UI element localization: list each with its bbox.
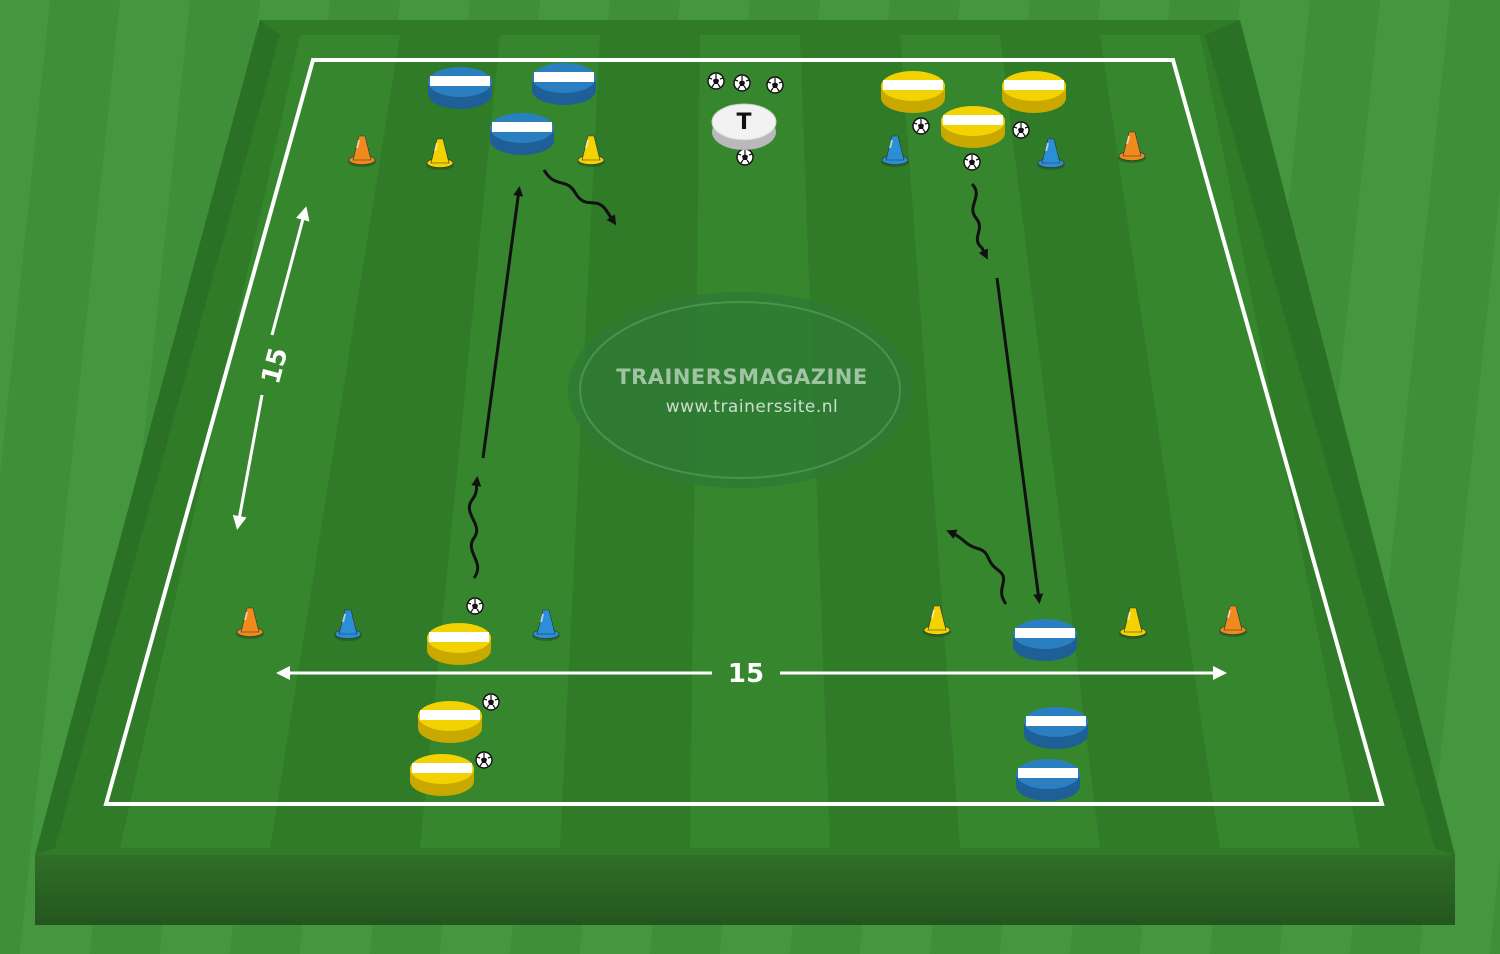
players bbox=[410, 63, 1088, 801]
yellow-cone bbox=[577, 135, 605, 167]
yellow-cone bbox=[923, 605, 951, 637]
orange-cone bbox=[348, 135, 376, 167]
watermark: TRAINERSMAGAZINE www.trainerssite.nl bbox=[568, 292, 912, 488]
orange-cone bbox=[236, 607, 264, 639]
watermark-title: TRAINERSMAGAZINE bbox=[616, 365, 867, 389]
cones bbox=[236, 131, 1247, 641]
blue-player bbox=[1024, 707, 1088, 749]
dribble-arrow-right-upper bbox=[970, 182, 988, 260]
coach-label: T bbox=[736, 110, 751, 135]
blue-player bbox=[1013, 619, 1077, 661]
field-boundary bbox=[103, 58, 1385, 806]
watermark-url: www.trainerssite.nl bbox=[666, 397, 839, 417]
length-dimension: 15 bbox=[232, 206, 310, 530]
pass-arrow-left bbox=[481, 186, 524, 459]
ball bbox=[1012, 121, 1030, 139]
ball bbox=[707, 72, 725, 90]
blue-cone bbox=[881, 135, 909, 167]
ball bbox=[912, 117, 930, 135]
yellow-cone bbox=[426, 138, 454, 170]
blue-player bbox=[490, 113, 554, 155]
width-label: 15 bbox=[728, 659, 764, 689]
ball bbox=[766, 76, 784, 94]
width-dimension: 15 bbox=[276, 659, 1227, 689]
dribble-arrow-right-lower bbox=[946, 529, 1008, 605]
yellow-cone bbox=[1119, 607, 1147, 639]
coach-marker: T bbox=[711, 103, 777, 150]
dribble-arrow-left-upper bbox=[542, 169, 617, 226]
pass-arrow-right bbox=[995, 277, 1044, 604]
blue-player bbox=[428, 67, 492, 109]
movement-arrows bbox=[468, 169, 1044, 605]
ball bbox=[466, 597, 484, 615]
blue-player bbox=[1016, 759, 1080, 801]
orange-cone bbox=[1219, 605, 1247, 637]
yellow-player bbox=[418, 701, 482, 743]
yellow-player bbox=[941, 106, 1005, 148]
blue-cone bbox=[532, 609, 560, 641]
yellow-player bbox=[881, 71, 945, 113]
blue-cone bbox=[334, 609, 362, 641]
ball bbox=[482, 693, 500, 711]
yellow-player bbox=[427, 623, 491, 665]
ball bbox=[963, 153, 981, 171]
ball bbox=[475, 751, 493, 769]
dribble-arrow-left-lower bbox=[468, 476, 482, 579]
orange-cone bbox=[1118, 131, 1146, 163]
ball bbox=[736, 148, 754, 166]
blue-player bbox=[532, 63, 596, 105]
ball bbox=[733, 74, 751, 92]
yellow-player bbox=[1002, 71, 1066, 113]
blue-cone bbox=[1037, 138, 1065, 170]
yellow-player bbox=[410, 754, 474, 796]
